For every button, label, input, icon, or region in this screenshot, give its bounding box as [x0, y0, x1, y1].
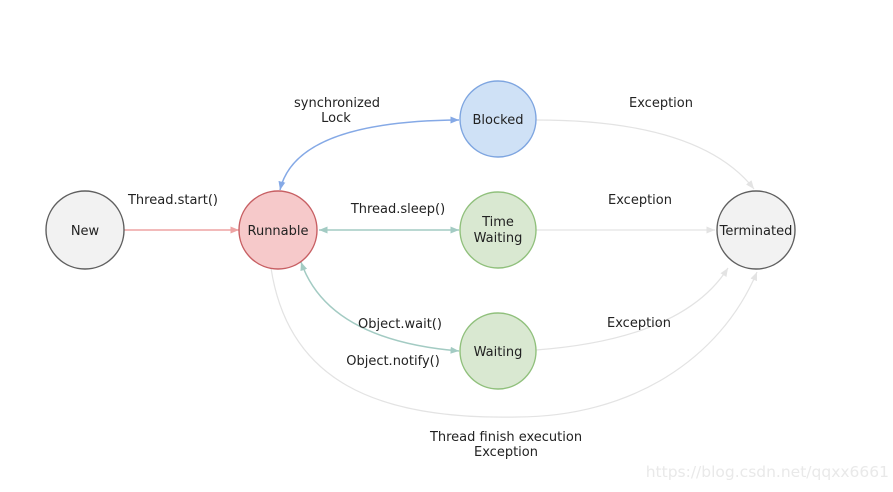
node-waiting — [459, 312, 537, 390]
edge-label-exception-blocked: Exception — [629, 96, 693, 111]
node-blocked-label: Blocked — [473, 113, 524, 128]
edge-label-object-wait: Object.wait() — [358, 317, 442, 332]
node-waiting-label: Waiting — [474, 345, 523, 360]
node-time-waiting-label-line2: Waiting — [474, 231, 523, 246]
edge-label-object-notify: Object.notify() — [346, 354, 440, 369]
watermark: https://blog.csdn.net/qqxx6661 — [646, 463, 889, 481]
edge-object-wait-notify — [300, 261, 460, 354]
node-time-waiting — [459, 191, 537, 269]
node-runnable-label: Runnable — [248, 224, 309, 239]
edge-label-layer: Thread.start() synchronized Lock Thread.… — [127, 96, 693, 460]
edge-label-synchronized: synchronized — [294, 96, 380, 111]
edge-label-thread-sleep: Thread.sleep() — [350, 202, 445, 217]
node-terminated-label: Terminated — [719, 224, 793, 239]
node-label-layer: New Runnable Blocked Time Waiting Waitin… — [71, 113, 793, 360]
edge-layer — [124, 116, 758, 418]
edge-label-exception-time-waiting: Exception — [608, 193, 672, 208]
edge-blocked-exception — [535, 119, 755, 190]
edge-waiting-exception — [535, 267, 729, 351]
edge-synchronized-lock — [278, 116, 460, 191]
node-new-label: New — [71, 224, 100, 239]
node-layer — [45, 80, 796, 390]
node-terminated — [716, 190, 796, 270]
edge-label-exception-waiting: Exception — [607, 316, 671, 331]
node-new — [45, 190, 125, 270]
edge-label-lock: Lock — [321, 111, 351, 126]
node-time-waiting-label-line1: Time — [481, 215, 514, 230]
edge-label-thread-finish-line1: Thread finish execution — [429, 430, 582, 445]
node-runnable — [238, 190, 318, 270]
edge-label-thread-finish-line2: Exception — [474, 445, 538, 460]
node-blocked — [459, 80, 537, 158]
edge-label-thread-start: Thread.start() — [127, 193, 218, 208]
